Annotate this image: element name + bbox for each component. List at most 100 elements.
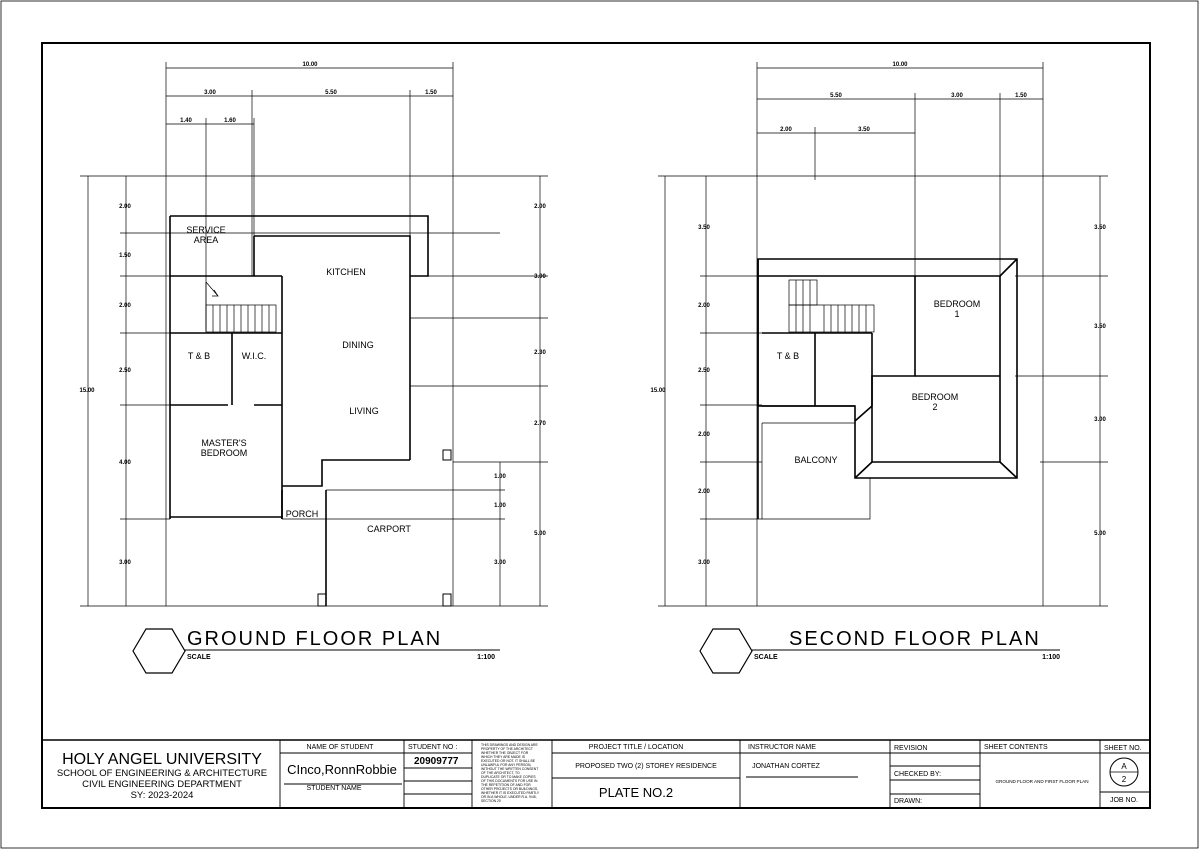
legal-line: OR IN A WHOLE. UNDER R.A. 9!45,	[481, 795, 537, 799]
ground-dim-left: 2.50	[119, 368, 131, 374]
second-dim-left: 2.00	[698, 432, 710, 438]
second-dim-left: 2.00	[698, 489, 710, 495]
ground-dim-right: 1.00	[494, 474, 506, 480]
second-room-labels: BEDROOM 1 BEDROOM 2 T & B BALCONY	[777, 299, 980, 465]
legal-line: WHICH THEY ARE MADE IS	[481, 755, 526, 759]
legal-line: EXECUTED OR NOT. IT SHALL BE	[481, 759, 536, 763]
second-dim-left: 2.50	[698, 368, 710, 374]
student-name: CInco,RonnRobbie	[287, 762, 397, 777]
ground-dim-left: 2.00	[119, 204, 131, 210]
legal-line: UNLAWFUL FOR ANY PERSON,	[481, 763, 531, 767]
hexagon-icon	[132, 628, 186, 674]
room-label-walk-in-closet: W.I.C.	[242, 351, 267, 361]
second-balcony-outline	[761, 422, 871, 520]
second-top-dimensions	[756, 62, 1044, 606]
student-no-label: STUDENT NO :	[408, 744, 457, 751]
drawing-frame	[41, 42, 1151, 809]
ground-dim-right: 5.00	[534, 531, 546, 537]
job-no-label: JOB NO.	[1110, 797, 1138, 804]
legal-line: OF THIS DOCUMENTS FOR USE IN	[481, 779, 538, 783]
room-label-service-area: AREA	[194, 235, 219, 245]
ground-side-dimensions	[80, 175, 548, 607]
school-name: SCHOOL OF ENGINEERING & ARCHITECTURE	[57, 768, 267, 779]
revision-label: REVISION	[894, 745, 927, 752]
room-label-bedroom-2: BEDROOM	[912, 392, 959, 402]
room-label-bedroom-1: BEDROOM	[934, 299, 981, 309]
ground-dim-top: 1.50	[425, 90, 437, 96]
second-dim-total-width: 10.00	[892, 62, 908, 68]
ground-scale-label: SCALE	[187, 654, 211, 661]
room-label-masters-bedroom: BEDROOM	[201, 448, 248, 458]
ground-walls	[169, 215, 429, 606]
legal-line: PROPERTY OF THE ARCHITECT	[481, 747, 533, 751]
name-of-student-label: NAME OF STUDENT	[307, 744, 375, 751]
copyright-notice: THIS DRAWINGS AND DESIGN ARE PROPERTY OF…	[481, 743, 540, 803]
room-label-bedroom-1: 1	[954, 309, 959, 319]
second-dim-right: 3.50	[1094, 324, 1106, 330]
room-label-living: LIVING	[349, 406, 379, 416]
second-walls	[757, 258, 1018, 519]
second-dim-top: 5.50	[830, 93, 842, 99]
room-label-porch: PORCH	[286, 509, 319, 519]
hexagon-icon	[699, 628, 753, 674]
legal-line: SECTION 20	[481, 799, 501, 803]
legal-line: DUPLICATE OR TO MAKE COPIES	[481, 775, 536, 779]
second-dimension-labels: 10.00 5.50 3.00 1.50 2.00 3.50 3.50 2.00…	[650, 62, 1106, 566]
department-name: CIVIL ENGINEERING DEPARTMENT	[82, 779, 242, 790]
second-plan-title: SECOND FLOOR PLAN SCALE 1:100	[699, 628, 1060, 674]
second-dim-total-depth: 15.00	[650, 388, 666, 394]
ground-posts	[317, 449, 452, 607]
ground-stairs	[205, 281, 277, 333]
second-dim-right: 5.00	[1094, 531, 1106, 537]
ground-dim-total-depth: 15.00	[79, 388, 95, 394]
student-name-label: STUDENT NAME	[306, 785, 361, 792]
ground-dim-total-width: 10.00	[302, 62, 318, 68]
legal-line: THE REPETITION OF AND FOR	[481, 783, 531, 787]
ground-dim-right: 2.00	[534, 204, 546, 210]
legal-line: WHETHER THE OBJECT FOR	[481, 751, 529, 755]
room-label-balcony: BALCONY	[794, 455, 837, 465]
room-label-service-area: SERVICE	[186, 225, 225, 235]
title-block-text: HOLY ANGEL UNIVERSITY SCHOOL OF ENGINEER…	[57, 743, 1142, 805]
second-scale-value: 1:100	[1042, 654, 1060, 661]
ground-dim-right: 3.00	[534, 274, 546, 280]
ground-plan-title: GROUND FLOOR PLAN SCALE 1:100	[132, 628, 500, 674]
university-name: HOLY ANGEL UNIVERSITY	[62, 751, 262, 768]
project-title-label: PROJECT TITLE / LOCATION	[589, 744, 684, 751]
school-year: SY: 2023-2024	[131, 790, 194, 801]
ground-dim-top: 3.00	[204, 90, 216, 96]
second-dim-top: 3.00	[951, 93, 963, 99]
ground-dimension-labels: 10.00 3.00 5.50 1.50 1.40 1.60 2.00 1.50…	[79, 62, 546, 566]
room-label-bedroom-2: 2	[932, 402, 937, 412]
student-number: 20909777	[414, 756, 459, 767]
second-dim-right: 3.00	[1094, 417, 1106, 423]
sheet-letter: A	[1121, 762, 1127, 771]
room-label-dining: DINING	[342, 340, 374, 350]
checked-by-label: CHECKED BY:	[894, 771, 941, 778]
room-label-toilet-bath: T & B	[777, 351, 799, 361]
instructor-name-label: INSTRUCTOR NAME	[748, 744, 816, 751]
ground-dim-left: 4.00	[119, 460, 131, 466]
ground-dim-right: 2.70	[534, 421, 546, 427]
plate-number: PLATE NO.2	[599, 785, 673, 800]
room-label-toilet-bath: T & B	[188, 351, 210, 361]
legal-line: WITHOUT THE WRITTEN CONSENT	[481, 767, 538, 771]
title-block	[42, 739, 1150, 808]
second-stairs	[788, 279, 875, 333]
ground-dim-right: 3.00	[494, 560, 506, 566]
ground-dim-right: 2.30	[534, 350, 546, 356]
room-label-masters-bedroom: MASTER'S	[201, 438, 246, 448]
second-dim-left: 2.00	[698, 303, 710, 309]
ground-dim-right: 1.00	[494, 503, 506, 509]
second-dim-top: 2.00	[780, 127, 792, 133]
ground-dim-top: 5.50	[325, 90, 337, 96]
second-side-dimensions	[658, 175, 1108, 607]
legal-line: OF THE ARCHITECT, TO	[481, 771, 520, 775]
drawn-label: DRAWN:	[894, 798, 922, 805]
sheet-number: 2	[1122, 775, 1127, 784]
legal-line: THIS DRAWINGS AND DESIGN ARE	[481, 743, 539, 747]
ground-dim-top: 1.60	[224, 118, 236, 124]
legal-line: OTHER PROJECTS OR BUILDINGS,	[481, 787, 538, 791]
second-dim-left: 3.00	[698, 560, 710, 566]
